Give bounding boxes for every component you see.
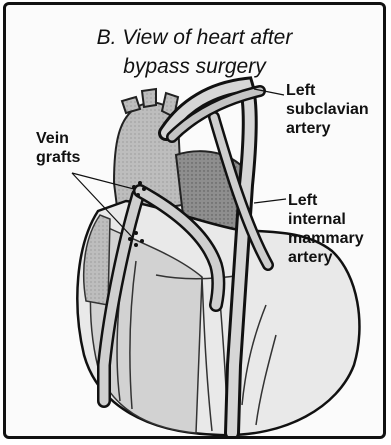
label-subclavian-line-1: Left xyxy=(286,81,369,100)
label-subclavian-line-2: subclavian xyxy=(286,100,369,119)
label-left-subclavian-artery: Left subclavian artery xyxy=(286,81,369,138)
label-subclavian-line-3: artery xyxy=(286,119,369,138)
label-mammary-line-1: Left xyxy=(288,191,364,210)
label-vein-grafts: Vein grafts xyxy=(36,129,80,167)
right-atrium xyxy=(84,215,110,305)
label-vein-grafts-line-1: Vein xyxy=(36,129,80,148)
label-left-internal-mammary-artery: Left internal mammary artery xyxy=(288,191,364,267)
figure-title-line-2: bypass surgery xyxy=(6,56,383,77)
label-mammary-line-2: internal xyxy=(288,210,364,229)
figure-frame: B. View of heart after bypass surgery Ve… xyxy=(3,2,386,439)
label-mammary-line-4: artery xyxy=(288,248,364,267)
figure-title-line-1: B. View of heart after xyxy=(6,27,383,48)
label-vein-grafts-line-2: grafts xyxy=(36,148,80,167)
label-mammary-line-3: mammary xyxy=(288,229,364,248)
